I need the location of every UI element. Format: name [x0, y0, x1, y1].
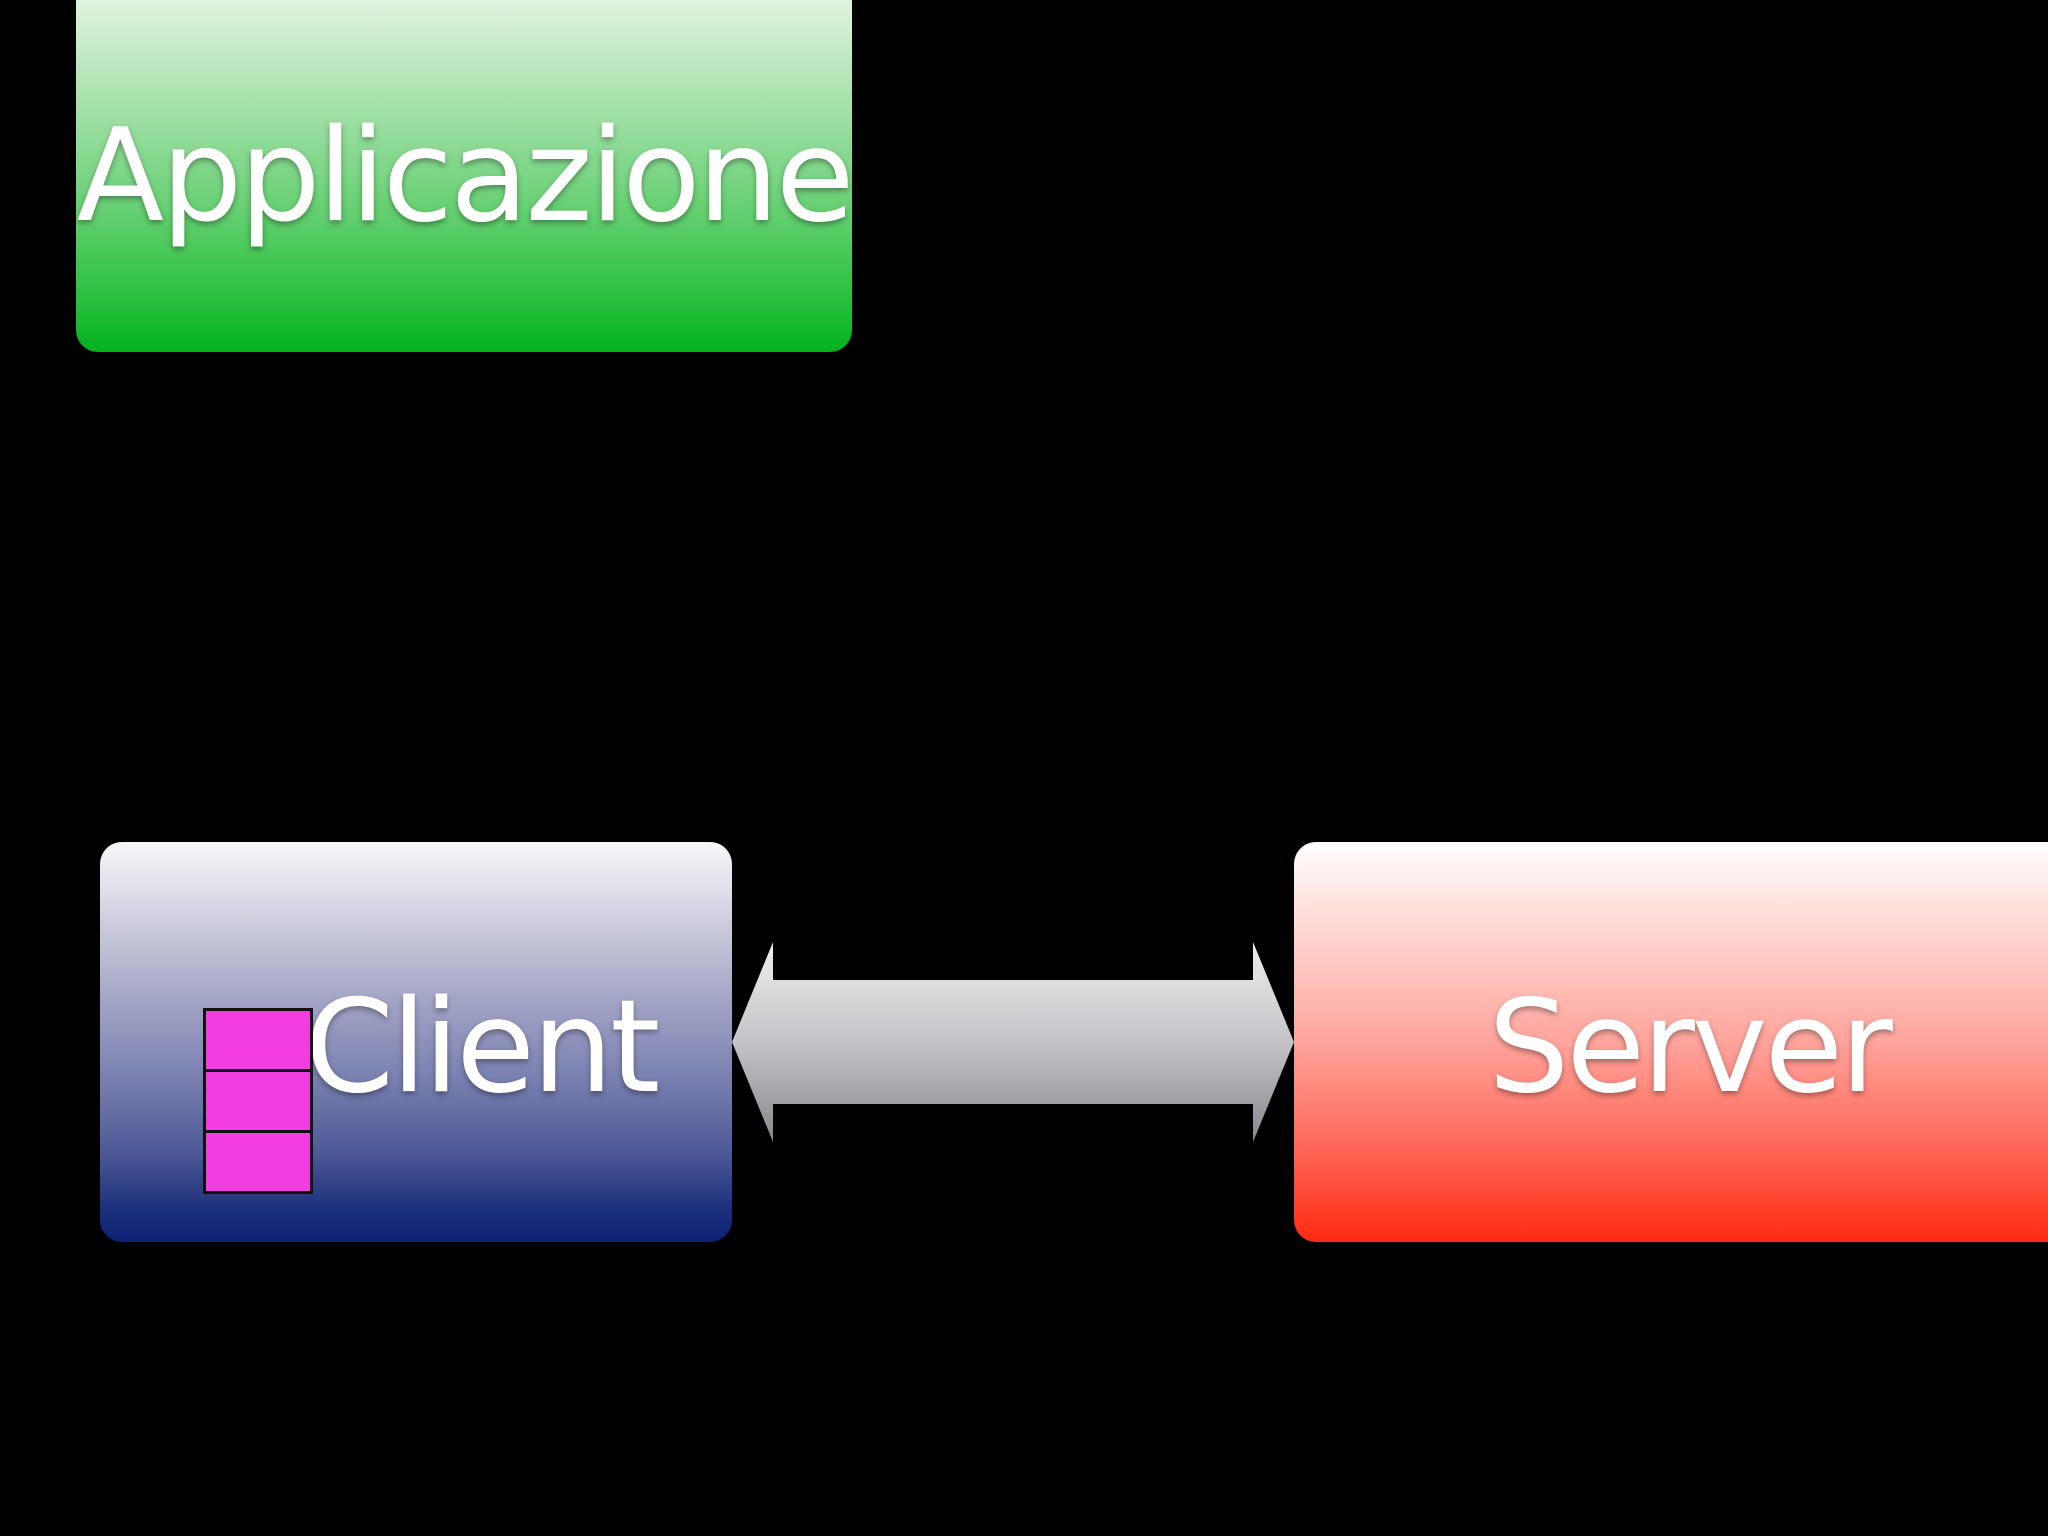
queue-cell: [206, 1072, 310, 1130]
server-node: Server: [1294, 842, 2048, 1242]
application-node: Applicazione: [76, 0, 855, 352]
queue-stack: [203, 1008, 313, 1194]
server-label: Server: [1488, 972, 1893, 1122]
client-label: Client: [304, 972, 661, 1122]
application-label: Applicazione: [76, 101, 855, 251]
arrow-shape: [732, 942, 1294, 1142]
queue-cell: [206, 1133, 310, 1191]
client-node: Client: [100, 842, 732, 1242]
queue-cell: [206, 1011, 310, 1069]
bidirectional-arrow: [732, 942, 1294, 1142]
